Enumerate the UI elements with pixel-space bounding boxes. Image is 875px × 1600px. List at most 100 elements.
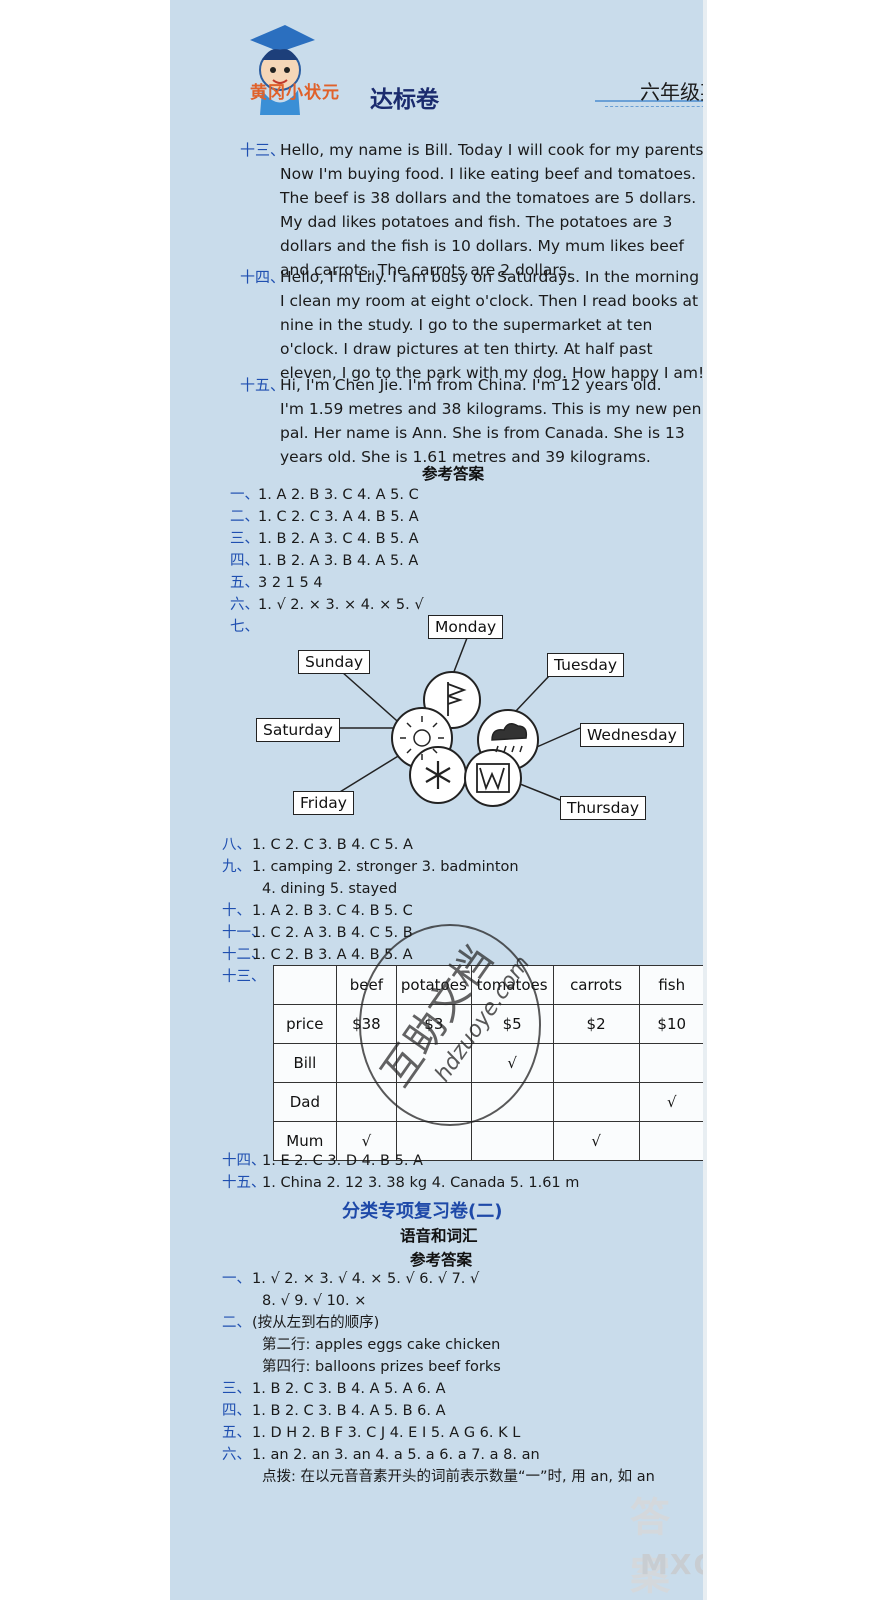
wind-w-icon: [476, 763, 510, 793]
answer-number: 六、: [222, 1447, 251, 1463]
table-cell: [638, 1121, 705, 1161]
answer-line: 1. C 2. C 3. B 4. C 5. A: [252, 837, 413, 853]
table-header-cell: beef: [335, 965, 398, 1005]
table-cell: [396, 1121, 472, 1161]
answer-number: 九、: [222, 859, 251, 875]
table-cell: √: [552, 1121, 640, 1161]
answer-line: 1. √ 2. × 3. × 4. × 5. √: [258, 597, 424, 613]
header-divider: [595, 100, 705, 102]
answer-line: 1. A 2. B 3. C 4. B 5. C: [252, 903, 413, 919]
section-subtitle: 语音和词汇: [400, 1227, 478, 1245]
grade-label: 六年级英: [640, 80, 705, 104]
answer-line: 1. C 2. B 3. A 4. B 5. A: [252, 947, 413, 963]
page-title: 达标卷: [370, 87, 439, 113]
table-cell: [396, 1082, 472, 1122]
answer-number: 三、: [222, 1381, 251, 1397]
table-row-label: Dad: [273, 1082, 337, 1122]
day-box-saturday: Saturday: [256, 718, 340, 742]
answer-line: 1. C 2. C 3. A 4. B 5. A: [258, 509, 419, 525]
table-cell: √: [335, 1121, 398, 1161]
table-row: Dad √: [273, 1082, 705, 1122]
cloud-rain-icon: [491, 723, 528, 753]
passage-number: 十五、: [240, 376, 286, 394]
table-row-label: Mum: [273, 1121, 337, 1161]
answer-line: 第二行: apples eggs cake chicken: [262, 1337, 501, 1353]
day-box-friday: Friday: [293, 791, 354, 815]
table-cell: $2: [552, 1004, 640, 1044]
answer-number: 二、: [230, 509, 259, 525]
corner-watermark-url: MXQE.COM: [640, 1548, 705, 1581]
answer-line: 1. B 2. A 3. B 4. A 5. A: [258, 553, 419, 569]
day-box-tuesday: Tuesday: [547, 653, 625, 677]
answer-number: 十、: [222, 903, 251, 919]
sun-icon: [400, 716, 444, 760]
mascot-icon: [250, 25, 315, 115]
passage-line: My dad likes potatoes and fish. The pota…: [280, 213, 673, 231]
table-row: Bill√: [273, 1043, 705, 1083]
answer-line: 1. A 2. B 3. C 4. A 5. C: [258, 487, 419, 503]
table-header-cell: carrots: [552, 965, 640, 1005]
passage-line: Hi, I'm Chen Jie. I'm from China. I'm 12…: [280, 376, 662, 394]
passage-line: I'm 1.59 metres and 38 kilograms. This i…: [280, 400, 702, 418]
answer-line: 点拨: 在以元音音素开头的词前表示数量“一”时, 用 an, 如 an: [262, 1469, 655, 1485]
answer-number: 十五、: [222, 1175, 266, 1191]
answer-line: (按从左到右的顺序): [252, 1315, 380, 1331]
table-row-label: Bill: [273, 1043, 337, 1083]
table-row: Mum√√: [273, 1121, 705, 1161]
table-cell: √: [638, 1082, 705, 1122]
header-divider-dashed: [605, 106, 705, 107]
passage-line: The beef is 38 dollars and the tomatoes …: [280, 189, 697, 207]
table-cell: [552, 1082, 640, 1122]
answer-line: 1. camping 2. stronger 3. badminton: [252, 859, 519, 875]
passage-line: Hello, I'm Lily. I am busy on Saturdays.…: [280, 268, 700, 286]
answer-line: 1. B 2. C 3. B 4. A 5. B 6. A: [252, 1403, 446, 1419]
table-cell: [470, 1121, 554, 1161]
passage-line: years old. She is 1.61 metres and 39 kil…: [280, 448, 651, 466]
passage-line: nine in the study. I go to the supermark…: [280, 316, 653, 334]
answer-number: 一、: [230, 487, 259, 503]
passage-line: Now I'm buying food. I like eating beef …: [280, 165, 697, 183]
answer-number: 一、: [222, 1271, 251, 1287]
answer-line: 1. √ 2. × 3. √ 4. × 5. √ 6. √ 7. √: [252, 1271, 480, 1287]
page-edge: [703, 0, 707, 1600]
answer-line: 1. E 2. C 3. D 4. B 5. A: [262, 1153, 423, 1169]
passage-number: 十四、: [240, 268, 286, 286]
answer-number: 八、: [222, 837, 251, 853]
answer-line: 1. China 2. 12 3. 38 kg 4. Canada 5. 1.6…: [262, 1175, 580, 1191]
passage-line: I clean my room at eight o'clock. Then I…: [280, 292, 699, 310]
answer-number: 十四、: [222, 1153, 266, 1169]
day-box-monday: Monday: [428, 615, 504, 639]
answer-number: 五、: [222, 1425, 251, 1441]
page-header: 黄冈小状元 达标卷 六年级英: [170, 0, 705, 128]
answer-number: 四、: [222, 1403, 251, 1419]
answer-line: 第四行: balloons prizes beef forks: [262, 1359, 501, 1375]
answer-line: 8. √ 9. √ 10. ×: [262, 1293, 367, 1309]
day-box-wednesday: Wednesday: [580, 723, 684, 747]
passage-line: and carrots. The carrots are 2 dollars.: [280, 261, 572, 279]
wind-flag-icon: [447, 682, 467, 716]
passage-number: 十三、: [240, 141, 286, 159]
answer-heading: 参考答案: [422, 465, 485, 483]
table-cell: $10: [638, 1004, 705, 1044]
answer-line: 1. B 2. C 3. B 4. A 5. A 6. A: [252, 1381, 446, 1397]
weather-week-diagram: [334, 637, 581, 807]
day-box-sunday: Sunday: [298, 650, 370, 674]
table-header-cell: [273, 965, 337, 1005]
answer-line: 4. dining 5. stayed: [262, 881, 398, 897]
answer-line: 3 2 1 5 4: [258, 575, 323, 591]
answer-number: 二、: [222, 1315, 251, 1331]
table-row-label: price: [273, 1004, 337, 1044]
answer-number: 十三、: [222, 969, 266, 985]
snowflake-icon: [425, 761, 451, 789]
answer-number: 三、: [230, 531, 259, 547]
answer-number: 十一、: [222, 925, 266, 941]
answer-number: 七、: [230, 619, 259, 635]
table-cell: [396, 1043, 472, 1083]
answer-number: 十二、: [222, 947, 266, 963]
passage-line: eleven, I go to the park with my dog. Ho…: [280, 364, 705, 382]
worksheet-page: 黄冈小状元 达标卷 六年级英 十三、Hello, my name is Bill…: [170, 0, 705, 1600]
answer-number: 五、: [230, 575, 259, 591]
day-box-thursday: Thursday: [560, 796, 647, 820]
table-cell: [638, 1043, 705, 1083]
